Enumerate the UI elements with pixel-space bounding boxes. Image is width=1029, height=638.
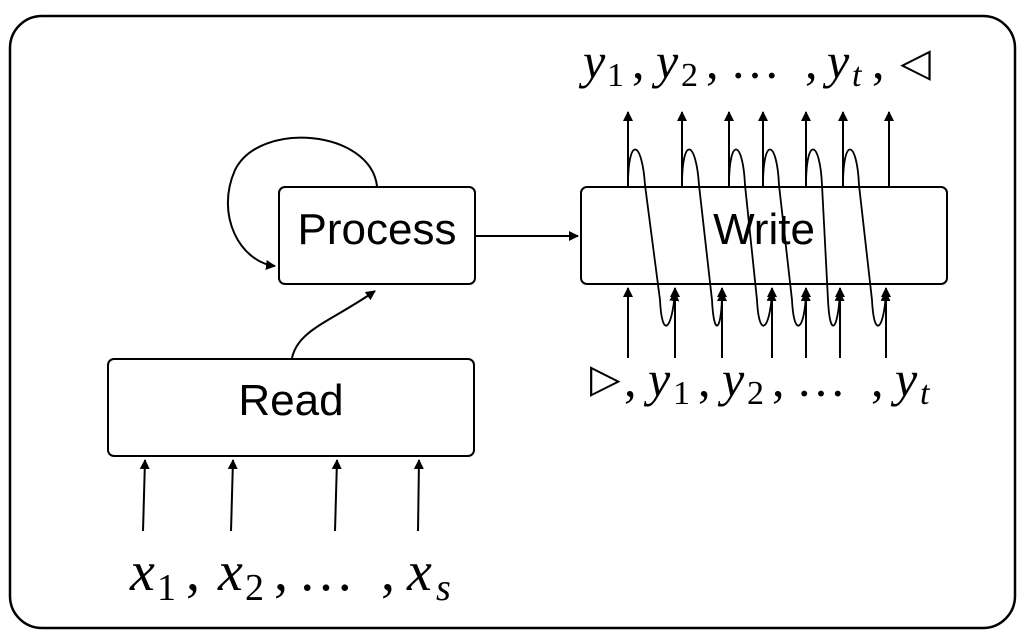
read-comma-3: ,	[381, 541, 395, 603]
top-yt-subscript: t	[852, 57, 863, 94]
top-y2-symbol: y	[651, 33, 679, 89]
top-yt-symbol: y	[822, 33, 850, 89]
feedback-loop-2	[681, 148, 727, 327]
input-comma-2: ,	[698, 351, 711, 407]
read-input-sequence: x 1 , x 2 , … , x s	[129, 541, 451, 609]
read-input-arrows	[139, 459, 424, 532]
read-input-arrow-2	[227, 459, 238, 532]
process-box	[278, 186, 476, 285]
feedback-loop-5	[805, 148, 845, 327]
top-comma-2: ,	[706, 33, 719, 89]
write-output-sequence: y 1 , y 2 , … , y t , ◁	[578, 33, 931, 94]
top-y1-subscript: 1	[607, 57, 624, 94]
read-input-arrow-4	[413, 459, 424, 532]
top-comma-1: ,	[632, 33, 645, 89]
read-ellipsis: …	[298, 541, 354, 603]
end-of-sequence-symbol: ◁	[900, 40, 931, 85]
input-y1-symbol: y	[643, 351, 671, 407]
x1-symbol: x	[129, 541, 155, 603]
feedback-loop-6	[842, 148, 891, 327]
read-to-process-arrow	[291, 290, 376, 359]
top-y1-symbol: y	[578, 33, 606, 89]
feedback-loop-3	[728, 148, 777, 327]
start-of-sequence-symbol: ▷	[590, 356, 621, 401]
outer-frame	[8, 14, 1017, 630]
xs-symbol: x	[406, 541, 432, 603]
read-comma-2: ,	[274, 541, 288, 603]
process-self-loop-arrow	[226, 136, 378, 270]
top-comma-3: ,	[805, 33, 818, 89]
read-input-arrow-3	[331, 459, 342, 532]
read-comma-1: ,	[186, 541, 200, 603]
read-box-label: Read	[238, 376, 343, 425]
write-box	[580, 186, 948, 285]
top-comma-4: ,	[872, 33, 885, 89]
read-input-arrow-1	[139, 459, 150, 532]
write-input-sequence: ▷ , y 1 , y 2 , … , y t	[590, 351, 931, 412]
input-y2-symbol: y	[717, 351, 745, 407]
input-ellipsis: …	[796, 351, 846, 407]
xs-subscript: s	[436, 567, 451, 609]
input-comma-1: ,	[624, 351, 637, 407]
input-yt-symbol: y	[890, 351, 918, 407]
x1-subscript: 1	[157, 567, 176, 609]
write-feedback-loops	[627, 148, 891, 327]
x2-symbol: x	[217, 541, 243, 603]
top-y2-subscript: 2	[681, 57, 698, 94]
input-comma-3: ,	[772, 351, 785, 407]
feedback-loop-1	[627, 148, 680, 327]
input-comma-4: ,	[871, 351, 884, 407]
input-yt-subscript: t	[920, 375, 931, 412]
input-y2-subscript: 2	[747, 375, 764, 412]
feedback-loop-4	[762, 148, 811, 327]
x2-subscript: 2	[245, 567, 264, 609]
top-ellipsis: …	[730, 33, 780, 89]
input-y1-subscript: 1	[673, 375, 690, 412]
write-box-label: Write	[713, 205, 815, 254]
read-box	[107, 358, 475, 457]
process-box-label: Process	[298, 205, 457, 254]
